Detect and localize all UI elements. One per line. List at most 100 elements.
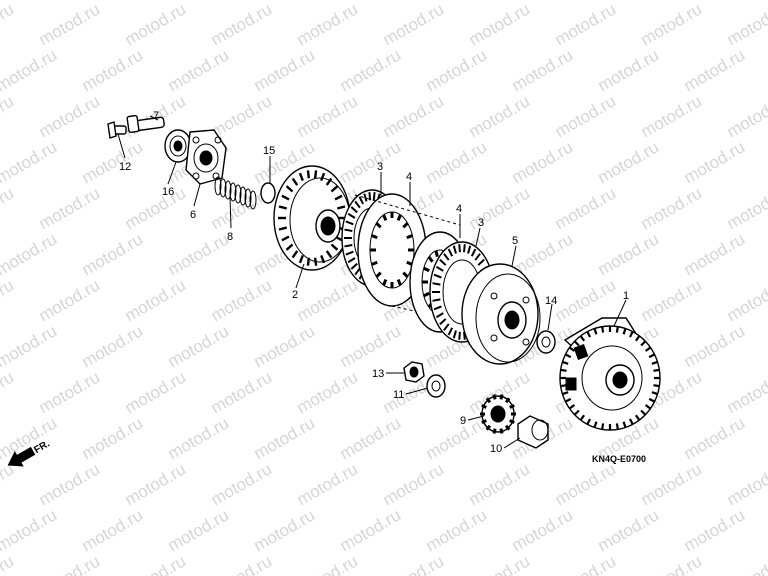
tooth: [568, 346, 576, 352]
tooth: [481, 403, 487, 409]
tooth: [285, 243, 294, 251]
tooth: [278, 226, 288, 231]
tooth: [509, 403, 515, 409]
clutch-plate-a-teeth: [370, 212, 414, 288]
tooth: [562, 360, 569, 365]
watermark-text: motod.ru: [0, 91, 17, 141]
tooth: [320, 254, 326, 264]
watermark-text: motod.ru: [466, 183, 534, 233]
tooth: [345, 250, 354, 256]
callout-10: 10: [490, 443, 502, 455]
tooth: [593, 328, 598, 335]
tooth: [330, 185, 339, 193]
part-5-clutch-center: [461, 263, 541, 365]
tooth: [648, 397, 656, 403]
watermark-text: motod.ru: [0, 183, 17, 233]
tooth: [306, 257, 311, 266]
watermark-text: motod.ru: [294, 459, 362, 509]
tooth: [560, 368, 567, 372]
callout-9: 9: [460, 415, 466, 427]
watermark-text: motod.ru: [337, 413, 405, 463]
tooth: [568, 404, 576, 410]
tooth: [345, 220, 354, 226]
tooth: [406, 234, 413, 240]
tooth: [432, 282, 441, 286]
tooth: [485, 424, 492, 431]
watermark-text: motod.ru: [294, 551, 362, 576]
watermark-text: motod.ru: [122, 183, 190, 233]
watermark-text: motod.ru: [595, 229, 663, 279]
arrow-left-icon: [7, 446, 36, 467]
spring-coil: [214, 176, 222, 196]
tooth: [363, 193, 368, 202]
watermark-text: motod.ru: [509, 505, 577, 555]
watermark-text: motod.ru: [165, 505, 233, 555]
tooth: [447, 248, 454, 257]
watermark-text: motod.ru: [724, 459, 768, 509]
tooth: [601, 326, 605, 333]
tooth: [336, 205, 346, 210]
tooth: [325, 177, 333, 186]
watermark-text: motod.ru: [337, 45, 405, 95]
callout-3-a: 3: [377, 161, 383, 173]
tooth: [396, 278, 402, 286]
tooth: [358, 196, 364, 205]
clutch-outer-teeth: [560, 326, 660, 430]
watermark-text: motod.ru: [294, 367, 362, 417]
watermark-text: motod.ru: [466, 0, 534, 49]
tooth: [653, 384, 660, 388]
part-9-gear: [480, 394, 516, 434]
watermark-text: motod.ru: [552, 551, 620, 576]
watermark-text: motod.ru: [380, 91, 448, 141]
tooth: [651, 391, 658, 396]
tooth: [628, 418, 634, 425]
watermark-text: motod.ru: [122, 459, 190, 509]
watermark-text: motod.ru: [552, 183, 620, 233]
callout-8: 8: [227, 231, 233, 243]
watermark-text: motod.ru: [509, 45, 577, 95]
tooth: [435, 312, 444, 319]
tooth: [443, 253, 450, 261]
tooth: [586, 331, 592, 338]
tooth: [573, 340, 580, 347]
watermark-text: motod.ru: [380, 0, 448, 49]
tooth: [396, 214, 402, 222]
watermark-text: motod.ru: [681, 413, 749, 463]
callout-7: 7: [153, 110, 159, 122]
watermark-text: motod.ru: [552, 459, 620, 509]
tooth: [371, 260, 378, 266]
callout-11: 11: [393, 389, 404, 401]
tooth: [372, 192, 376, 201]
projection-lines: [354, 194, 481, 327]
tooth: [278, 205, 288, 210]
tooth: [285, 185, 294, 193]
tooth: [439, 258, 447, 266]
watermark-text: motod.ru: [79, 45, 147, 95]
callout-15: 15: [263, 145, 275, 157]
tooth: [470, 248, 477, 257]
watermark-text: motod.ru: [466, 459, 534, 509]
part-6-lifter-plate: [185, 129, 227, 185]
tooth: [291, 250, 299, 259]
tooth: [634, 414, 641, 421]
tooth: [640, 409, 647, 416]
tooth: [402, 222, 409, 229]
watermark-text: motod.ru: [681, 321, 749, 371]
watermark-text: motod.ru: [681, 137, 749, 187]
tooth: [423, 291, 430, 298]
leader-lines: [117, 115, 627, 449]
watermark-text: motod.ru: [595, 45, 663, 95]
watermark-text: motod.ru: [0, 45, 60, 95]
tooth: [458, 244, 461, 253]
callout-labels: 7 12 16 6 8 15 2 3 4 4 3 5 14 1 13 11 9 …: [119, 110, 629, 455]
tooth: [354, 267, 361, 276]
watermark-text: motod.ru: [337, 137, 405, 187]
watermark-text: motod.ru: [638, 0, 706, 49]
watermark-text: motod.ru: [36, 459, 104, 509]
watermark-text: motod.ru: [36, 275, 104, 325]
watermark-text: motod.ru: [208, 459, 276, 509]
tooth: [368, 192, 372, 201]
callout-14: 14: [545, 295, 557, 307]
spring-coil: [249, 190, 257, 210]
